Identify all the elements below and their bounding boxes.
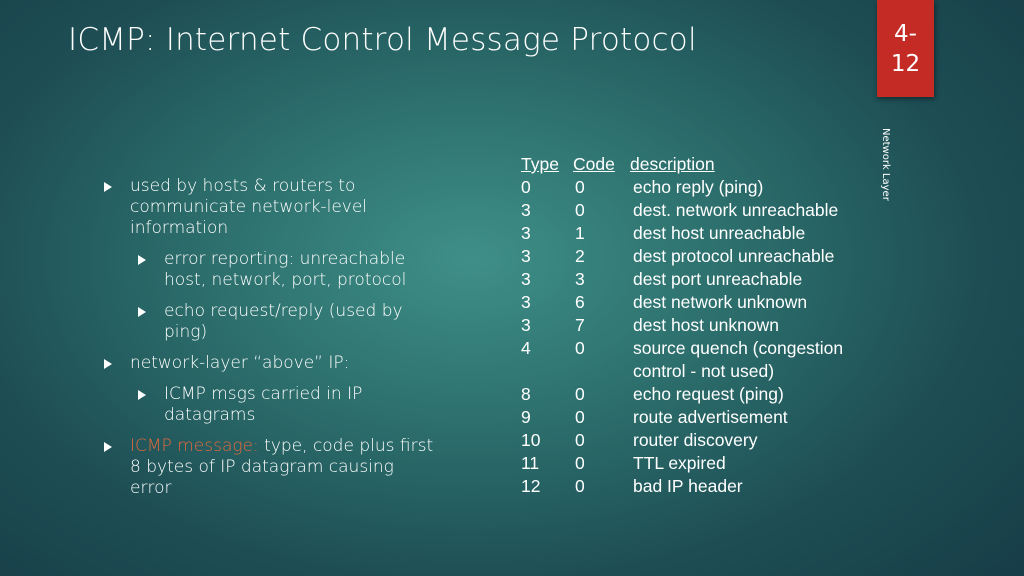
cell-code: 0 [575, 407, 585, 427]
header-type: Type [521, 154, 559, 174]
slide-number-bottom: 12 [890, 50, 921, 77]
cell-type: 8 [521, 384, 531, 404]
cell-type: 11 [521, 453, 540, 473]
bullet-text: echo request/reply (used by ping) [164, 301, 403, 342]
cell-description: source quench (congestion [633, 338, 844, 358]
cell-type: 10 [521, 430, 541, 450]
cell-type: 3 [521, 269, 531, 289]
bullet-arrow-icon [138, 390, 146, 400]
bullet-text: ICMP msgs carried in IP datagrams [164, 384, 363, 425]
sub-bullet-item: echo request/reply (used by ping) [100, 301, 440, 343]
bullet-arrow-icon [104, 359, 112, 369]
header-code: Code [573, 154, 615, 174]
cell-type: 12 [521, 476, 541, 496]
cell-code: 0 [575, 200, 585, 220]
cell-code: 3 [575, 269, 585, 289]
sub-bullet-item: error reporting: unreachable host, netwo… [100, 249, 440, 291]
cell-type: 3 [521, 246, 531, 266]
cell-description: dest. network unreachable [633, 200, 839, 220]
cell-description: dest protocol unreachable [633, 246, 835, 266]
bullet-text: type, code plus first 8 bytes of IP data… [130, 436, 434, 498]
cell-type: 0 [521, 177, 531, 197]
cell-description: route advertisement [633, 407, 788, 427]
slide-title: ICMP: Internet Control Message Protocol [68, 22, 697, 58]
cell-code: 7 [575, 315, 585, 335]
cell-code: 0 [575, 177, 585, 197]
cell-description: bad IP header [633, 476, 743, 496]
cell-type: 3 [521, 292, 531, 312]
cell-type: 9 [521, 407, 531, 427]
bullet-arrow-icon [104, 442, 112, 452]
cell-type: 3 [521, 223, 531, 243]
cell-description: dest host unknown [633, 315, 779, 335]
bullet-arrow-icon [138, 255, 146, 265]
bullet-list: used by hosts & routers to communicate n… [100, 176, 440, 509]
cell-description: TTL expired [633, 453, 726, 473]
cell-description: dest host unreachable [633, 223, 806, 243]
cell-type: 3 [521, 200, 531, 220]
cell-description: control - not used) [633, 361, 775, 381]
cell-description: router discovery [633, 430, 758, 450]
bullet-text: network-layer “above” IP: [130, 353, 350, 373]
cell-type: 3 [521, 315, 531, 335]
bullet-arrow-icon [138, 307, 146, 317]
bullet-text: error reporting: unreachable host, netwo… [164, 249, 407, 290]
bullet-accent-text: ICMP message: [130, 436, 259, 456]
cell-type: 4 [521, 338, 531, 358]
bullet-item: network-layer “above” IP: [100, 353, 440, 374]
cell-description: dest network unknown [633, 292, 808, 312]
cell-description: dest port unreachable [633, 269, 803, 289]
bullet-item: ICMP message: type, code plus first 8 by… [100, 436, 440, 499]
bullet-arrow-icon [104, 182, 112, 192]
sub-bullet-item: ICMP msgs carried in IP datagrams [100, 384, 440, 426]
header-description: description [630, 154, 715, 174]
slide-number-top: 4- [894, 20, 917, 47]
bullet-text: used by hosts & routers to communicate n… [130, 176, 368, 238]
cell-code: 2 [575, 246, 585, 266]
bullet-item: used by hosts & routers to communicate n… [100, 176, 440, 239]
side-label: Network Layer [880, 128, 891, 201]
cell-code: 0 [575, 453, 585, 473]
cell-code: 0 [575, 384, 585, 404]
cell-code: 0 [575, 430, 585, 450]
cell-code: 6 [575, 292, 585, 312]
slide-number-box: 4- 12 [877, 0, 934, 97]
cell-description: echo request (ping) [633, 384, 784, 404]
cell-description: echo reply (ping) [633, 177, 764, 197]
cell-code: 1 [575, 223, 585, 243]
cell-code: 0 [575, 338, 585, 358]
cell-code: 0 [575, 476, 585, 496]
